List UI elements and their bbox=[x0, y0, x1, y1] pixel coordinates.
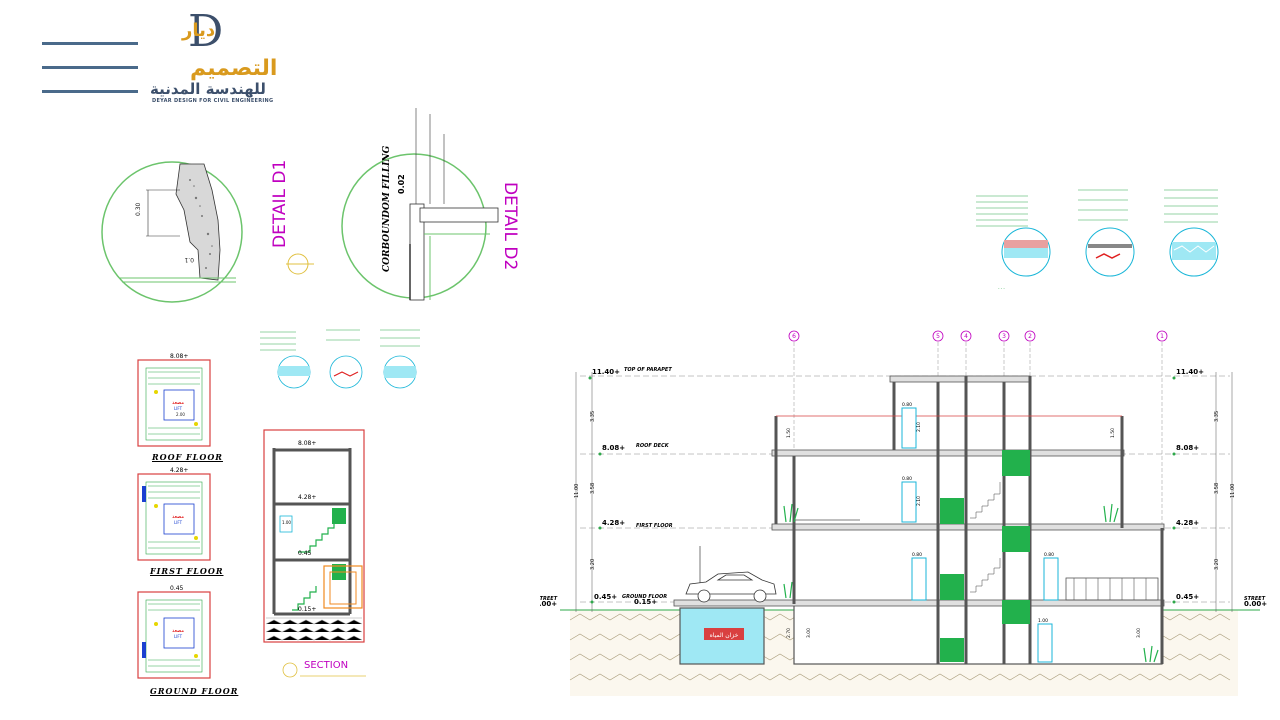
first-floor-title: FIRST FLOOR bbox=[150, 566, 224, 576]
grid-label-1: 1 bbox=[1160, 333, 1164, 340]
svg-text:0.80: 0.80 bbox=[902, 476, 912, 482]
svg-text:1.50: 1.50 bbox=[786, 428, 792, 438]
detail-d1-drawing: 0.30 0.1 bbox=[101, 161, 314, 303]
label-ground: GROUND FLOOR bbox=[622, 594, 667, 600]
svg-text:‏- - -: ‏- - - bbox=[998, 286, 1005, 291]
logo-stripe bbox=[42, 90, 138, 93]
logo-english: DEYAR DESIGN FOR CIVIL ENGINEERING bbox=[152, 98, 274, 104]
grid-label-2: 2 bbox=[1028, 333, 1032, 340]
svg-text:2.10: 2.10 bbox=[916, 496, 922, 506]
svg-text:3.20: 3.20 bbox=[590, 559, 596, 570]
level-roof-right: 8.08+ bbox=[1176, 444, 1199, 452]
logo-mark-arabic: ديار bbox=[182, 20, 216, 41]
grid-label-3: 3 bbox=[1002, 333, 1006, 340]
section-title: SECTION bbox=[304, 660, 349, 671]
svg-text:3.00: 3.00 bbox=[1136, 628, 1142, 638]
level-parapet-right: 11.40+ bbox=[1176, 368, 1204, 376]
logo-stripe bbox=[42, 66, 138, 69]
street-level-right: 0.00+ bbox=[1244, 600, 1267, 608]
svg-text:2.00: 2.00 bbox=[176, 412, 185, 417]
detail-d2-dim: 0.02 bbox=[397, 174, 406, 194]
svg-text:0.45: 0.45 bbox=[298, 550, 312, 557]
layer-detail-2 bbox=[1078, 189, 1135, 277]
svg-text:8.08+: 8.08+ bbox=[170, 353, 188, 360]
level-first-right: 4.28+ bbox=[1176, 519, 1199, 527]
roof-floor-plan: مصعد LIFT 2.00 8.08+ bbox=[137, 353, 211, 447]
detail-d2-drawing: 0.02 bbox=[341, 108, 499, 301]
svg-text:1.00: 1.00 bbox=[1038, 618, 1048, 624]
ground-floor-title: GROUND FLOOR bbox=[150, 686, 239, 696]
logo-subtitle: للهندسة المدنية bbox=[150, 80, 266, 98]
stair-section-drawing: 8.08+ 4.28+ 0.45 0.15+ 1.00 bbox=[263, 429, 365, 643]
logo-mark: D bbox=[188, 6, 224, 57]
level-ground-right: 0.45+ bbox=[1176, 593, 1199, 601]
svg-text:LIFT: LIFT bbox=[174, 634, 183, 639]
svg-text:3.20: 3.20 bbox=[1214, 559, 1220, 570]
svg-text:0.80: 0.80 bbox=[912, 552, 922, 558]
svg-text:1.00: 1.00 bbox=[282, 520, 291, 525]
roof-floor-title: ROOF FLOOR bbox=[152, 452, 223, 462]
grid-label-5: 5 bbox=[936, 333, 940, 340]
level-parapet-left: 11.40+ bbox=[592, 368, 620, 376]
street-label-left: STREET bbox=[540, 596, 558, 602]
level-ground-left: 0.45+ bbox=[594, 593, 617, 601]
layer-detail-3 bbox=[1164, 189, 1219, 277]
detail-d2-title: DETAIL D2 bbox=[500, 182, 520, 271]
svg-text:8.08+: 8.08+ bbox=[298, 440, 316, 447]
car-illustration bbox=[685, 571, 777, 603]
ground-floor-plan: مصعد LIFT 0.45 bbox=[137, 585, 211, 679]
water-tank-label: خزان المياه bbox=[710, 632, 739, 639]
level-roof-left: 8.08+ bbox=[602, 444, 625, 452]
section-title-marker bbox=[282, 662, 366, 678]
svg-text:4.28+: 4.28+ bbox=[170, 467, 188, 474]
floor-layer-details-small bbox=[260, 329, 420, 389]
label-roof: ROOF DECK bbox=[636, 443, 670, 449]
first-floor-plan: مصعد LIFT 4.28+ bbox=[137, 467, 211, 561]
svg-text:3.35: 3.35 bbox=[1214, 411, 1220, 422]
label-parapet: TOP OF PARAPET bbox=[624, 367, 672, 373]
grid-label-6: 6 bbox=[792, 333, 796, 340]
detail-d2-label: CORBOUNDOM FILLING bbox=[382, 145, 392, 272]
svg-text:LIFT: LIFT bbox=[174, 520, 183, 525]
svg-text:4.28+: 4.28+ bbox=[298, 494, 316, 501]
svg-text:مصعد: مصعد bbox=[172, 514, 184, 520]
grid-label-4: 4 bbox=[964, 333, 968, 340]
svg-text:3.35: 3.35 bbox=[590, 411, 596, 422]
level-base: 0.15+ bbox=[634, 598, 657, 606]
layer-detail-1: ‏- - - bbox=[976, 195, 1051, 291]
svg-text:2.70: 2.70 bbox=[786, 628, 792, 638]
svg-text:0.80: 0.80 bbox=[902, 402, 912, 408]
detail-d1-title: DETAIL D1 bbox=[270, 159, 290, 248]
logo-title: التصميم bbox=[190, 56, 278, 81]
level-first-left: 4.28+ bbox=[602, 519, 625, 527]
building-section-drawing: 6 5 4 3 2 1 خزان المياه bbox=[540, 330, 1267, 696]
svg-text:3.00: 3.00 bbox=[806, 628, 812, 638]
svg-text:مصعد: مصعد bbox=[172, 400, 184, 406]
svg-text:11.00: 11.00 bbox=[574, 484, 580, 498]
street-label-right: STREET bbox=[1244, 596, 1266, 602]
svg-text:LIFT: LIFT bbox=[174, 406, 183, 411]
svg-text:مصعد: مصعد bbox=[172, 628, 184, 634]
svg-text:1.50: 1.50 bbox=[1110, 428, 1116, 438]
svg-text:11.00: 11.00 bbox=[1230, 484, 1236, 498]
svg-text:3.58: 3.58 bbox=[1214, 483, 1220, 494]
svg-text:0.45: 0.45 bbox=[170, 585, 184, 592]
svg-text:2.10: 2.10 bbox=[916, 422, 922, 432]
svg-text:3.58: 3.58 bbox=[590, 483, 596, 494]
logo-stripe bbox=[42, 42, 138, 45]
svg-text:0.15+: 0.15+ bbox=[298, 606, 316, 613]
floor-layer-details: ‏- - - bbox=[976, 189, 1219, 291]
label-first: FIRST FLOOR bbox=[636, 523, 673, 529]
detail-d1-dim2: 0.1 bbox=[184, 256, 194, 263]
detail-d1-dim1: 0.30 bbox=[135, 202, 142, 216]
svg-text:0.80: 0.80 bbox=[1044, 552, 1054, 558]
street-level-left: 0.00+ bbox=[540, 600, 557, 608]
